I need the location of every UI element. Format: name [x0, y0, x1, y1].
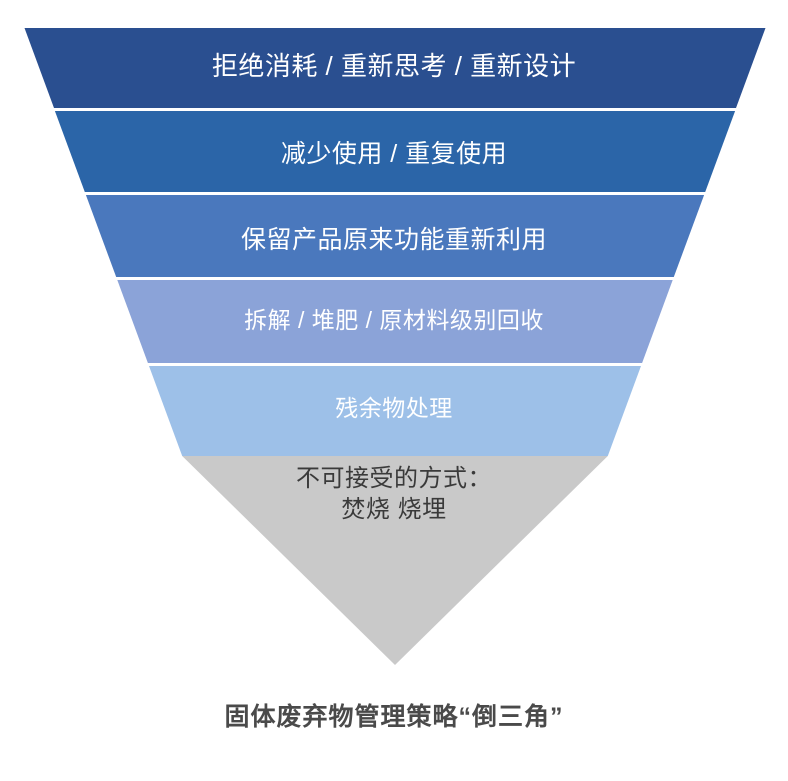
funnel-band-3-label: 保留产品原来功能重新利用	[240, 226, 547, 254]
funnel-band-1-label: 拒绝消耗 / 重新思考 / 重新设计	[211, 51, 577, 81]
diagram-caption: 固体废弃物管理策略“倒三角”	[224, 703, 564, 731]
inverted-triangle-funnel	[24, 28, 766, 665]
funnel-band-4[interactable]	[117, 280, 673, 363]
funnel-labels-layer: 拒绝消耗 / 重新思考 / 重新设计 减少使用 / 重复使用 保留产品原来功能重…	[211, 51, 577, 523]
funnel-band-5-label: 残余物处理	[335, 395, 453, 421]
funnel-band-3[interactable]	[85, 195, 705, 277]
funnel-band-6-label: 不可接受的方式： 焚烧 烧埋	[296, 465, 492, 523]
funnel-band-2[interactable]	[54, 111, 736, 192]
funnel-band-4-label: 拆解 / 堆肥 / 原材料级别回收	[244, 307, 544, 333]
funnel-band-2-label: 减少使用 / 重复使用	[280, 140, 508, 168]
funnel-shape-svg	[24, 28, 766, 665]
funnel-band-5[interactable]	[149, 366, 641, 456]
funnel-band-1[interactable]	[24, 28, 766, 108]
funnel-band-6[interactable]	[182, 456, 608, 665]
